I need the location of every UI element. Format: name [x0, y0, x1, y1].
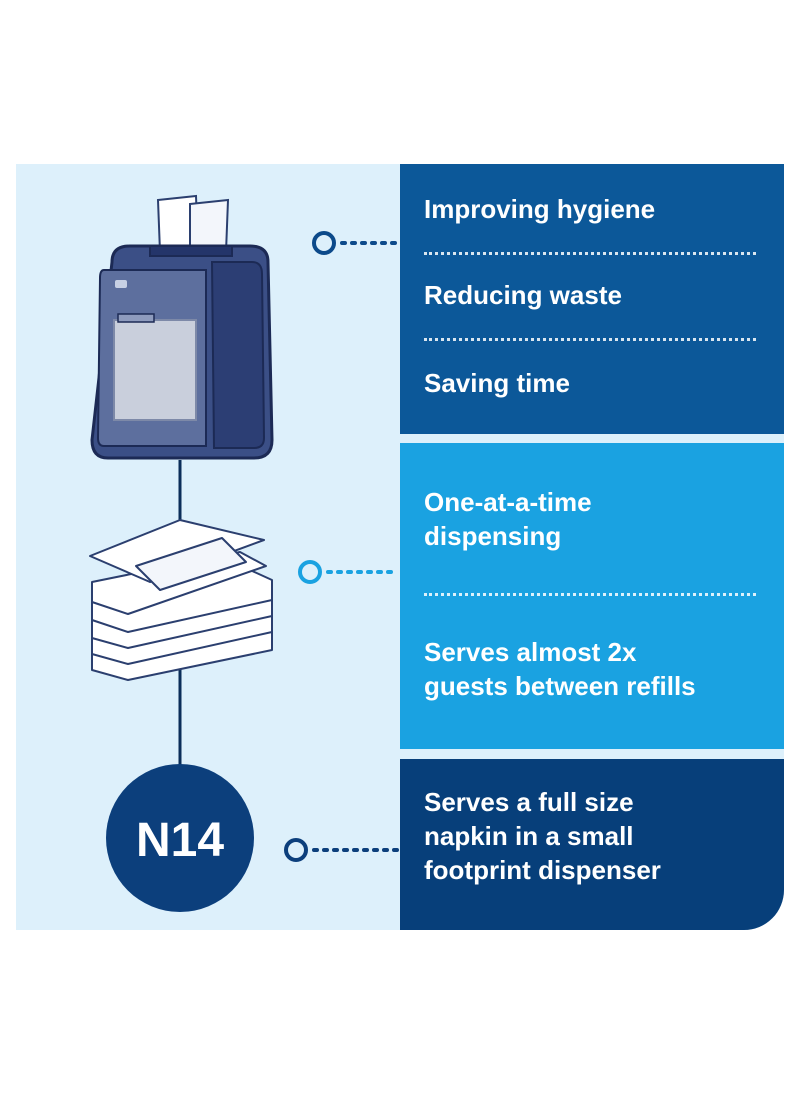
n14-badge: N14 [106, 764, 254, 912]
badge-circle [106, 764, 254, 912]
connector-circle-icon [284, 838, 308, 862]
benefits-top-block: Improving hygiene Reducing waste Saving … [400, 164, 784, 434]
benefit-one-at-a-time: One-at-a-time dispensing [424, 487, 592, 551]
benefit-reducing-waste: Reducing waste [424, 280, 622, 310]
badge-label: N14 [136, 814, 224, 867]
benefit-improving-hygiene: Improving hygiene [424, 194, 656, 224]
benefit-full-size-napkin: Serves a full size napkin in a small foo… [424, 787, 661, 885]
benefit-saving-time: Saving time [424, 368, 570, 398]
dotted-separator [424, 593, 756, 596]
connector-middle [298, 560, 400, 584]
benefits-bottom-block: Serves a full size napkin in a small foo… [400, 759, 784, 930]
benefit-serves-2x-guests: Serves almost 2x guests between refills [424, 637, 696, 701]
connector-circle-icon [298, 560, 322, 584]
napkin-dispenser-icon [90, 194, 274, 460]
connector-top [312, 231, 400, 255]
dotted-separator [424, 338, 756, 341]
benefits-middle-block: One-at-a-time dispensing Serves almost 2… [400, 443, 784, 749]
connector-bottom [284, 838, 400, 862]
napkin-stack-icon [89, 519, 273, 681]
dotted-separator [424, 252, 756, 255]
connector-circle-icon [312, 231, 336, 255]
